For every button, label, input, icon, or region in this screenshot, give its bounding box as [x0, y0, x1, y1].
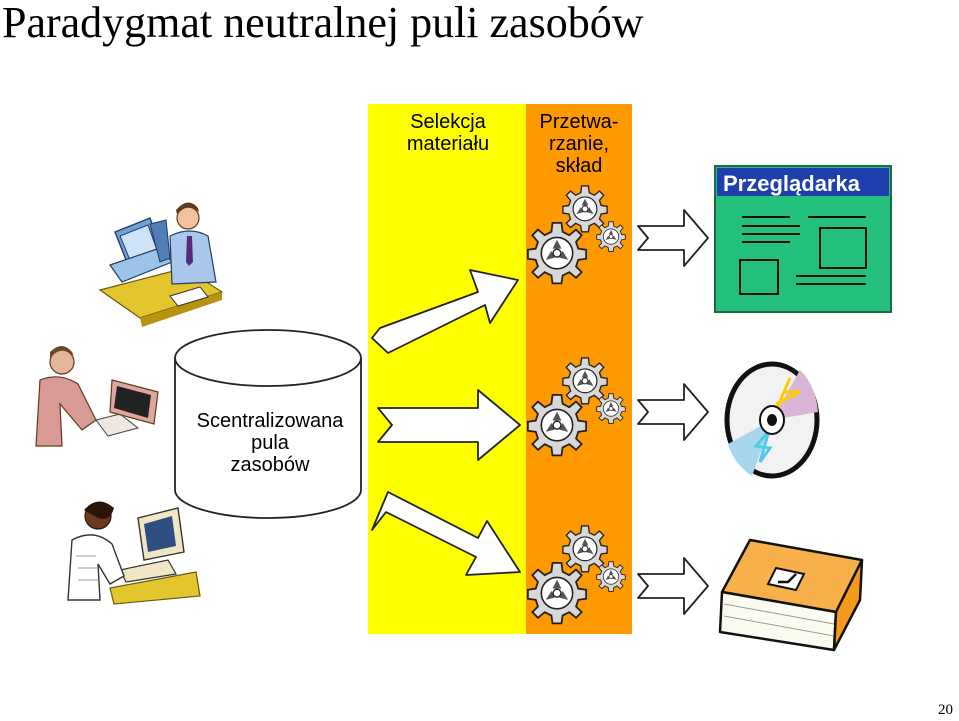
page-number: 20: [938, 702, 953, 718]
woman-at-computer-icon: [67, 501, 201, 605]
resource-pool-label-line: zasobów: [230, 454, 310, 476]
selection-label-line: Selekcja: [410, 111, 486, 133]
processing-label-line: Przetwa-: [539, 111, 619, 133]
selection-label-line: materiału: [406, 133, 490, 155]
arrow-icon: [637, 557, 709, 615]
person-at-computer-icon: [98, 202, 224, 327]
arrow-icon: [637, 209, 709, 267]
processing-label-line: skład: [555, 155, 603, 177]
slide-title: Paradygmat neutralnej puli zasobów: [2, 0, 644, 47]
browser-window-icon: [714, 165, 892, 313]
selection-label: Selekcja materiału: [375, 111, 521, 155]
book-icon: [718, 538, 864, 652]
person-typing-icon: [35, 346, 159, 447]
cd-disc-icon: [724, 361, 820, 479]
resource-pool-label-line: Scentralizowana: [196, 410, 344, 432]
processing-label-line: rzanie,: [548, 133, 610, 155]
arrow-icon: [637, 383, 709, 441]
arrow-icon: [377, 389, 521, 461]
resource-pool-cylinder: [174, 329, 362, 519]
browser-title: Przeglądarka: [723, 171, 861, 196]
arrow-icon: [371, 491, 521, 576]
resource-pool-label-line: pula: [251, 432, 289, 454]
processing-label: Przetwa- rzanie, skład: [526, 111, 632, 177]
resource-pool-label: Scentralizowana pula zasobów: [180, 410, 360, 476]
arrow-icon: [371, 269, 519, 354]
